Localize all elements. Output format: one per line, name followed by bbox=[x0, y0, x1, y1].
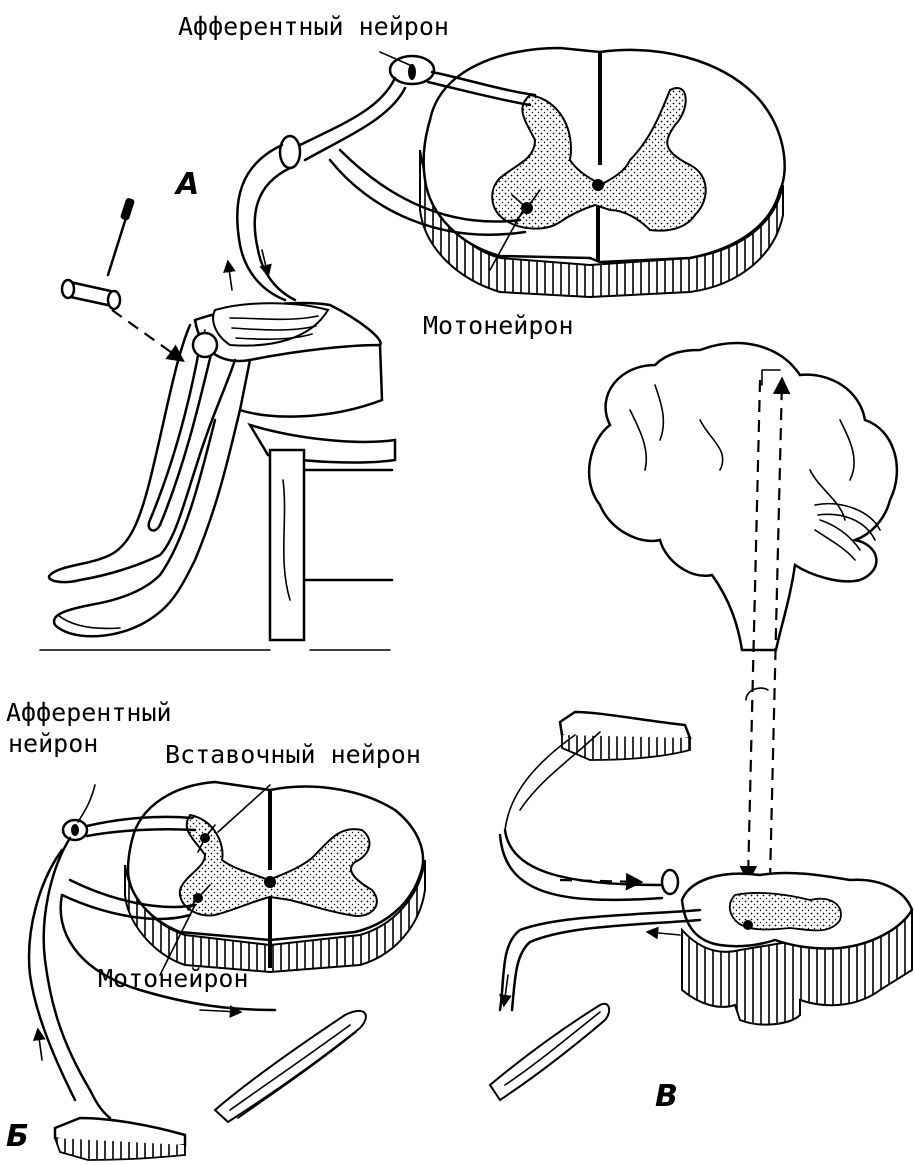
panel-letter-a: А bbox=[176, 170, 199, 200]
label-motoneuron-b: Мотонейрон bbox=[98, 966, 249, 991]
label-afferent-neuron-a: Афферентный нейрон bbox=[178, 14, 449, 39]
panel-b-spinal-cord bbox=[125, 782, 425, 972]
panel-a-spinal-cord bbox=[420, 48, 785, 297]
panel-letter-v: В bbox=[655, 1082, 678, 1112]
panel-v-spinal-cord bbox=[490, 712, 912, 1100]
label-afferent-neuron-b-line2: нейрон bbox=[8, 731, 98, 756]
panel-v-brain bbox=[589, 343, 897, 880]
label-interneuron-b: Вставочный нейрон bbox=[165, 742, 421, 767]
panel-letter-b: Б bbox=[6, 1122, 29, 1152]
label-motoneuron-a: Мотонейрон bbox=[423, 313, 574, 338]
panel-a-leg-and-stool bbox=[40, 197, 395, 650]
label-afferent-neuron-b-line1: Афферентный bbox=[6, 700, 172, 725]
